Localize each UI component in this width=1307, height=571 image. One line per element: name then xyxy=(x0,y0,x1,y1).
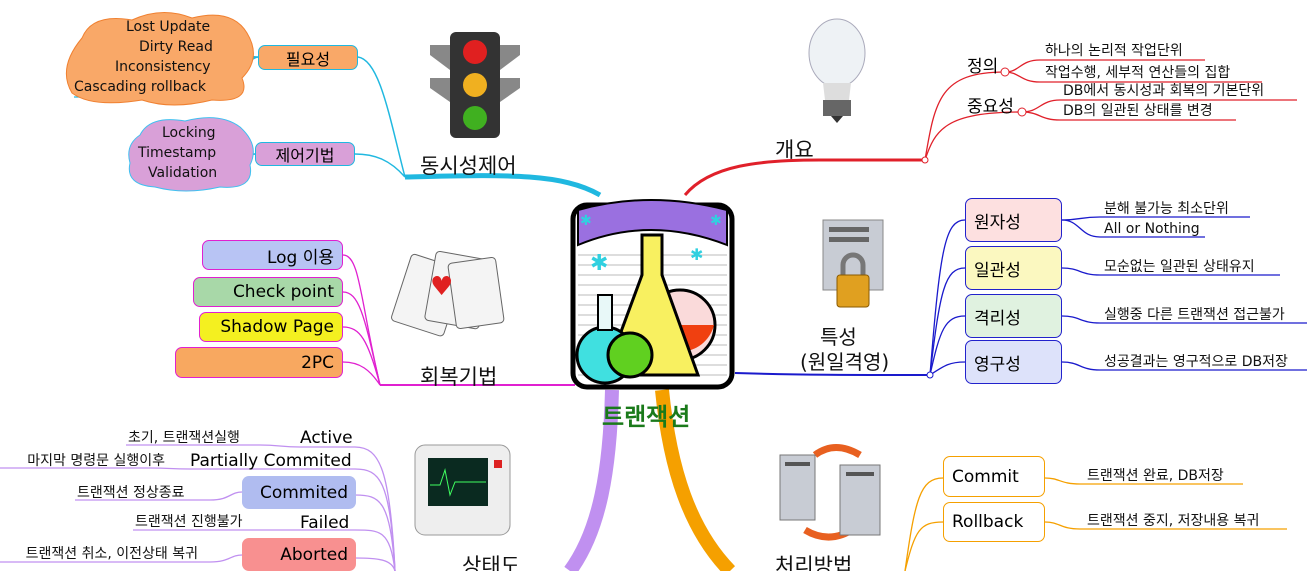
failed-detail: 트랜잭션 진행불가 xyxy=(135,514,243,530)
rollback-detail: 트랜잭션 중지, 저장내용 복귀 xyxy=(1087,513,1260,529)
durability-detail: 성공결과는 영구적으로 DB저장 xyxy=(1104,354,1288,370)
concurrency-branch-label[interactable]: 동시성제어 xyxy=(420,154,517,178)
2pc-node[interactable]: 2PC xyxy=(175,347,343,378)
active-detail: 초기, 트랜잭션실행 xyxy=(128,430,240,446)
need-cloud xyxy=(65,12,254,106)
partially-commited-state[interactable]: Partially Commited xyxy=(190,451,352,471)
lightbulb-icon xyxy=(805,15,870,129)
processing-branch-label[interactable]: 처리방법 xyxy=(775,554,853,571)
partially-commited-detail: 마지막 명령문 실행이후 xyxy=(27,453,165,469)
log-node[interactable]: Log 이용 xyxy=(202,240,343,270)
consistency-node[interactable]: 일관성 xyxy=(965,246,1062,290)
atomicity-detail: All or Nothing xyxy=(1104,221,1200,237)
servers-sync-icon xyxy=(775,440,890,549)
durability-node[interactable]: 영구성 xyxy=(965,340,1062,384)
commited-state[interactable]: Commited xyxy=(242,476,356,509)
failed-state[interactable]: Failed xyxy=(300,513,350,533)
svg-text:✱: ✱ xyxy=(590,251,608,276)
definition-item: 작업수행, 세부적 연산들의 집합 xyxy=(1045,65,1231,81)
svg-text:✱: ✱ xyxy=(580,213,592,229)
acid-branch-sublabel: (원일격영) xyxy=(800,350,890,374)
commit-node[interactable]: Commit xyxy=(943,456,1045,497)
method-item: Timestamp xyxy=(138,145,217,161)
atomicity-detail: 분해 불가능 최소단위 xyxy=(1104,201,1229,217)
traffic-light-icon xyxy=(430,30,520,144)
importance-item: DB의 일관된 상태를 변경 xyxy=(1063,103,1213,119)
center-label[interactable]: 트랜잭션 xyxy=(602,403,691,431)
method-item: Validation xyxy=(148,165,218,181)
need-item: Lost Update xyxy=(126,19,211,35)
rollback-node[interactable]: Rollback xyxy=(943,502,1045,542)
need-item: Cascading rollback xyxy=(74,79,206,95)
svg-text:♥: ♥ xyxy=(430,272,453,302)
playing-cards-icon: ♥ xyxy=(390,245,510,344)
shadow-page-node[interactable]: Shadow Page xyxy=(199,312,343,342)
isolation-node[interactable]: 격리성 xyxy=(965,294,1062,338)
state-branch-label[interactable]: 상태도 xyxy=(462,554,520,571)
aborted-detail: 트랜잭션 취소, 이전상태 복귀 xyxy=(25,546,198,562)
need-node[interactable]: 필요성 xyxy=(258,45,358,70)
methods-cloud xyxy=(128,117,254,192)
isolation-detail: 실행중 다른 트랜잭션 접근불가 xyxy=(1104,307,1285,323)
recovery-branch-label[interactable]: 회복기법 xyxy=(420,365,498,389)
need-item: Inconsistency xyxy=(115,59,211,75)
importance-item: DB에서 동시성과 회복의 기본단위 xyxy=(1063,83,1265,99)
acid-branch-label[interactable]: 특성 xyxy=(820,325,857,349)
server-lock-icon xyxy=(815,215,890,319)
importance-node[interactable]: 중요성 xyxy=(967,97,1014,117)
definition-item: 하나의 논리적 작업단위 xyxy=(1045,43,1183,59)
active-state[interactable]: Active xyxy=(300,428,353,448)
transaction-center-image[interactable]: ✱ ✱ ✱ ✱ xyxy=(570,195,735,390)
monitor-icon xyxy=(410,440,515,549)
svg-text:✱: ✱ xyxy=(710,213,722,229)
atomicity-node[interactable]: 원자성 xyxy=(965,198,1062,242)
svg-text:✱: ✱ xyxy=(690,245,703,264)
commited-detail: 트랜잭션 정상종료 xyxy=(77,485,185,501)
consistency-detail: 모순없는 일관된 상태유지 xyxy=(1104,259,1255,275)
need-item: Dirty Read xyxy=(139,39,213,55)
checkpoint-node[interactable]: Check point xyxy=(193,277,343,307)
commit-detail: 트랜잭션 완료, DB저장 xyxy=(1087,468,1224,484)
definition-node[interactable]: 정의 xyxy=(967,57,999,77)
methods-node[interactable]: 제어기법 xyxy=(255,142,355,166)
overview-branch-label[interactable]: 개요 xyxy=(775,138,814,162)
aborted-state[interactable]: Aborted xyxy=(242,538,356,571)
method-item: Locking xyxy=(162,125,216,141)
